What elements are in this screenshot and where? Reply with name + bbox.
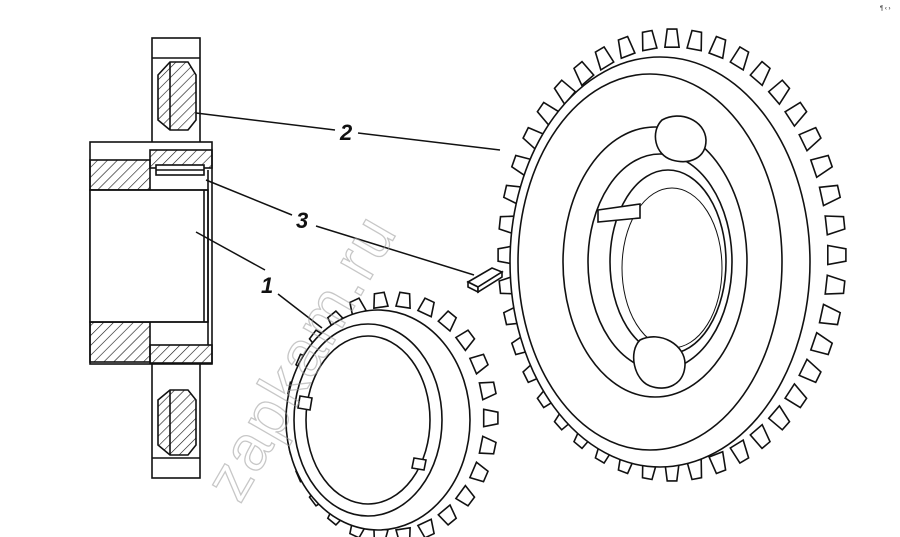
- large-gear-tooth: [809, 154, 834, 179]
- small-gear-tooth: [482, 408, 499, 428]
- leader-line-3b: [315, 225, 475, 276]
- large-gear-tooth: [708, 450, 727, 475]
- large-gear-tooth: [729, 438, 750, 465]
- leader-line-1b: [277, 293, 323, 329]
- large-gear-tooth: [573, 60, 595, 87]
- small-gear-tooth: [468, 460, 489, 483]
- large-gear-tooth: [663, 28, 681, 49]
- large-gear-tooth: [641, 29, 658, 52]
- large-gear-tooth: [767, 79, 791, 106]
- large-gear-tooth: [809, 331, 834, 356]
- large-gear-tooth: [818, 184, 842, 207]
- small-gear: [285, 291, 499, 537]
- large-gear-tooth: [767, 404, 791, 431]
- leader-line-2b: [357, 132, 501, 151]
- key-part: [466, 267, 504, 294]
- small-gear-tooth: [394, 291, 411, 310]
- small-gear-tooth: [416, 297, 436, 318]
- large-gear-tooth: [749, 60, 771, 87]
- small-gear-tooth: [373, 291, 390, 310]
- small-gear-tooth: [437, 503, 458, 526]
- large-gear-tooth: [818, 303, 842, 326]
- small-gear-tooth: [416, 518, 436, 537]
- small-gear-tooth: [478, 435, 497, 455]
- large-gear-tooth: [826, 244, 847, 266]
- small-gear-tooth: [454, 484, 476, 507]
- large-gear-tooth: [749, 423, 771, 450]
- small-gear-tooth: [454, 329, 476, 352]
- large-gear-tooth: [783, 382, 808, 409]
- leader-line-3: [205, 179, 293, 216]
- large-gear-tooth: [824, 274, 846, 295]
- large-gear-tooth: [798, 126, 822, 153]
- corner-mark: ¶ ‹ ›: [880, 6, 891, 12]
- callout-2: 2: [339, 120, 353, 145]
- large-gear-tooth: [617, 35, 636, 60]
- cross-section-view: [89, 37, 213, 479]
- large-gear-tooth: [729, 45, 750, 72]
- small-gear-tooth: [437, 310, 458, 333]
- large-gear-tooth: [783, 101, 808, 128]
- large-gear-tooth: [594, 45, 615, 72]
- small-gear-tooth: [478, 381, 497, 401]
- leader-line-1: [195, 231, 266, 271]
- callout-1: 1: [261, 273, 273, 298]
- small-gear-tooth: [468, 353, 489, 376]
- large-gear: [497, 28, 847, 482]
- large-gear-teeth: [497, 28, 847, 482]
- large-gear-tooth: [824, 215, 846, 236]
- large-gear-tooth: [798, 357, 822, 384]
- leader-lines: [195, 112, 501, 329]
- small-gear-tooth: [394, 526, 411, 537]
- callout-3: 3: [296, 208, 308, 233]
- large-gear-tooth: [708, 35, 727, 60]
- leader-line-2: [195, 112, 336, 131]
- large-gear-tooth: [686, 29, 703, 52]
